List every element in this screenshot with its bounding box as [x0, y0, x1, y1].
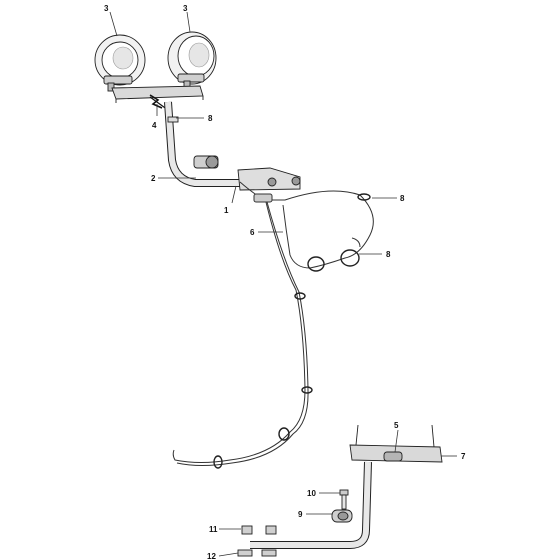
clamp: [331, 509, 353, 523]
work-lamp-right: [167, 31, 217, 90]
lamp-bracket: [111, 85, 204, 111]
callout-10: 10: [307, 489, 316, 498]
callout-7: 7: [461, 452, 466, 461]
rear-mount: [250, 424, 443, 549]
bolt: [339, 489, 349, 510]
callout-1: 1: [224, 206, 229, 215]
callout-8-lower: 8: [386, 250, 391, 259]
cable-ties: [213, 193, 371, 469]
leader-lines: [109, 11, 457, 557]
callout-11: 11: [209, 525, 218, 534]
callout-3-right: 3: [183, 4, 188, 13]
work-lamp-left: [94, 34, 146, 92]
callout-4: 4: [152, 121, 157, 130]
callout-3-left: 3: [104, 4, 109, 13]
callout-12: 12: [207, 552, 216, 560]
callout-6: 6: [250, 228, 255, 237]
nuts: [237, 525, 277, 557]
callout-2: 2: [151, 174, 156, 183]
callout-8-upper: 8: [208, 114, 213, 123]
callout-8-right: 8: [400, 194, 405, 203]
wiring-harness: [172, 181, 374, 466]
callout-9: 9: [298, 510, 303, 519]
callout-labels: 3 3 4 8 2 1 8 6 8 5 7 10 9 11 12: [104, 4, 466, 560]
lamp-mast: [164, 101, 301, 191]
callout-5: 5: [394, 421, 399, 430]
